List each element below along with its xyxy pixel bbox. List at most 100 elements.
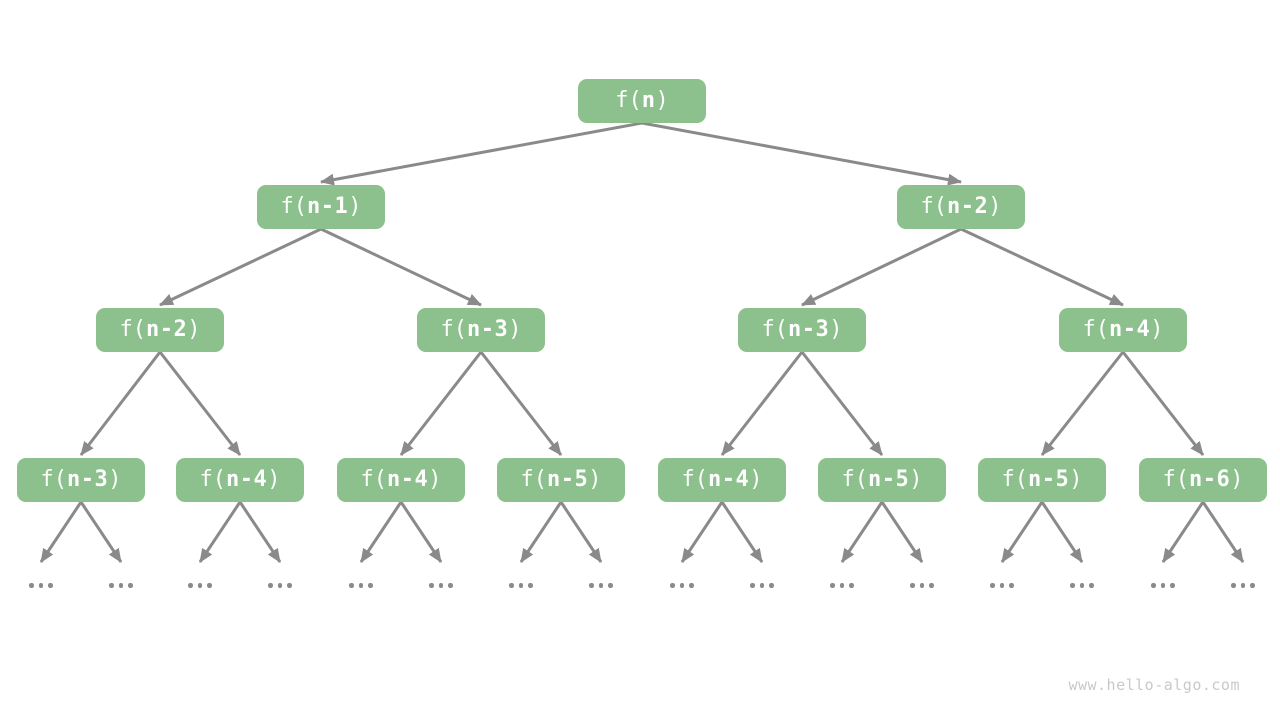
ellipsis-dot — [287, 583, 292, 588]
ellipsis-dot — [999, 583, 1004, 588]
ellipsis-dot — [769, 583, 774, 588]
node-label-part: f( — [841, 467, 869, 492]
tree-node: f(n-4) — [337, 458, 465, 502]
ellipsis-leaf — [1231, 583, 1255, 588]
tree-node: f(n-3) — [17, 458, 145, 502]
node-label-part: n-2 — [947, 194, 989, 219]
tree-edge-arrow — [238, 501, 282, 563]
node-label-part: ) — [1150, 317, 1164, 342]
ellipsis-dot — [589, 583, 594, 588]
ellipsis-dot — [830, 583, 835, 588]
node-label-part: f( — [360, 467, 388, 492]
node-label-part: ) — [428, 467, 442, 492]
ellipsis-dot — [268, 583, 273, 588]
ellipsis-leaf — [29, 583, 53, 588]
ellipsis-dot — [518, 583, 523, 588]
ellipsis-leaf — [1070, 583, 1094, 588]
ellipsis-dot — [1151, 583, 1156, 588]
ellipsis-dot — [349, 583, 354, 588]
ellipsis-leaf — [910, 583, 934, 588]
node-label-part: n-5 — [1028, 467, 1070, 492]
tree-edge-arrow — [359, 501, 403, 563]
tree-edge-arrow — [39, 501, 83, 563]
ellipsis-dot — [1089, 583, 1094, 588]
ellipsis-leaf — [589, 583, 613, 588]
ellipsis-dot — [358, 583, 363, 588]
node-label-part: n-3 — [467, 317, 509, 342]
tree-edge-arrow — [320, 227, 482, 307]
ellipsis-dot — [679, 583, 684, 588]
ellipsis-dot — [1250, 583, 1255, 588]
node-label-part: f( — [761, 317, 789, 342]
tree-node: f(n-3) — [738, 308, 866, 352]
ellipsis-leaf — [990, 583, 1014, 588]
ellipsis-dot — [910, 583, 915, 588]
node-label-part: f( — [1001, 467, 1029, 492]
tree-edge-arrow — [720, 501, 764, 563]
tree-edge-arrow — [1161, 501, 1205, 563]
node-label-part: ) — [588, 467, 602, 492]
ellipsis-leaf — [349, 583, 373, 588]
node-label-part: n-4 — [1109, 317, 1151, 342]
node-label-part: ) — [988, 194, 1002, 219]
node-label-part: f( — [199, 467, 227, 492]
node-label-part: f( — [520, 467, 548, 492]
tree-node: f(n-5) — [978, 458, 1106, 502]
tree-edge-arrow — [1040, 501, 1084, 563]
ellipsis-dot — [528, 583, 533, 588]
tree-edge-arrow — [680, 501, 724, 563]
ellipsis-dot — [188, 583, 193, 588]
ellipsis-leaf — [188, 583, 212, 588]
node-label-part: n-2 — [146, 317, 188, 342]
ellipsis-leaf — [830, 583, 854, 588]
ellipsis-dot — [509, 583, 514, 588]
ellipsis-leaf — [429, 583, 453, 588]
ellipsis-dot — [109, 583, 114, 588]
tree-node: f(n-3) — [417, 308, 545, 352]
ellipsis-dot — [990, 583, 995, 588]
tree-node: f(n-6) — [1139, 458, 1267, 502]
ellipsis-leaf — [670, 583, 694, 588]
tree-edge-arrow — [801, 227, 962, 307]
ellipsis-dot — [207, 583, 212, 588]
tree-node: f(n-2) — [96, 308, 224, 352]
node-label-part: ) — [1230, 467, 1244, 492]
tree-node: f(n-1) — [257, 185, 385, 229]
node-label-part: n-3 — [788, 317, 830, 342]
ellipsis-dot — [598, 583, 603, 588]
node-label-part: f( — [920, 194, 948, 219]
node-label-part: n-4 — [387, 467, 429, 492]
node-label-part: ) — [909, 467, 923, 492]
ellipsis-dot — [608, 583, 613, 588]
tree-node: f(n-4) — [658, 458, 786, 502]
tree-edge-arrow — [320, 121, 643, 186]
tree-edge-arrow — [720, 351, 804, 456]
ellipsis-leaf — [509, 583, 533, 588]
node-label-part: f( — [1162, 467, 1190, 492]
ellipsis-dot — [38, 583, 43, 588]
ellipsis-leaf — [1151, 583, 1175, 588]
ellipsis-dot — [1170, 583, 1175, 588]
tree-edge-arrow — [79, 501, 123, 563]
tree-edge-arrow — [1040, 351, 1125, 456]
ellipsis-dot — [839, 583, 844, 588]
node-label-part: n-3 — [67, 467, 109, 492]
tree-node: f(n-5) — [818, 458, 946, 502]
ellipsis-dot — [1160, 583, 1165, 588]
node-label-part: n-5 — [868, 467, 910, 492]
ellipsis-dot — [448, 583, 453, 588]
ellipsis-dot — [670, 583, 675, 588]
node-label-part: n-1 — [307, 194, 349, 219]
node-label-part: n — [641, 88, 656, 113]
tree-edge-arrow — [198, 501, 242, 563]
tree-node: f(n-4) — [176, 458, 304, 502]
node-label-part: f( — [615, 88, 642, 113]
ellipsis-dot — [128, 583, 133, 588]
ellipsis-dot — [1009, 583, 1014, 588]
ellipsis-dot — [118, 583, 123, 588]
ellipsis-dot — [750, 583, 755, 588]
tree-edge-arrow — [479, 351, 563, 456]
tree-edge-arrow — [1201, 501, 1245, 563]
ellipsis-dot — [1079, 583, 1084, 588]
node-label-part: f( — [1082, 317, 1110, 342]
